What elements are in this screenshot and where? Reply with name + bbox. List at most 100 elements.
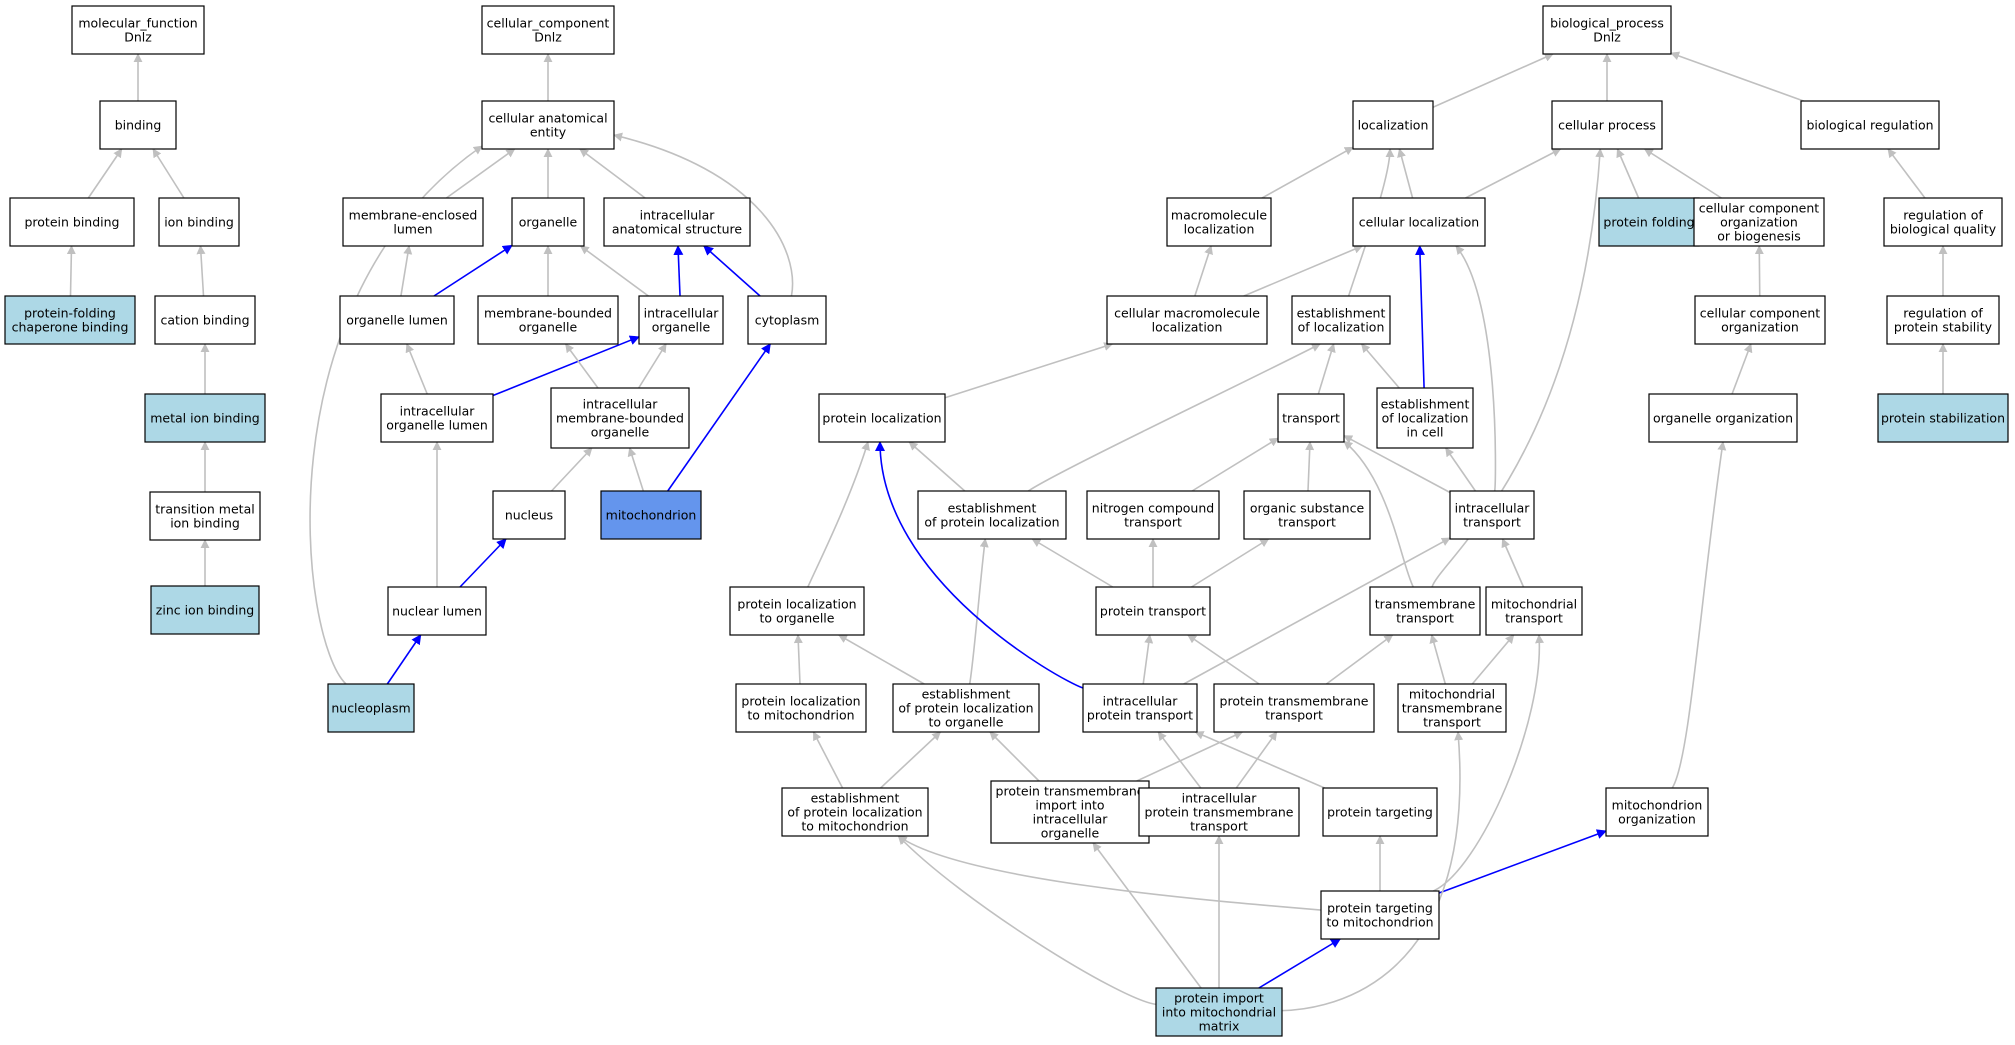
node-box bbox=[342, 197, 484, 247]
node-label-line: protein transport bbox=[1087, 708, 1193, 723]
node-label-line: cytoplasm bbox=[755, 313, 820, 328]
go-term-node-prot_fold[interactable]: protein folding bbox=[1598, 197, 1700, 247]
go-term-node-prot_stab[interactable]: protein stabilization bbox=[1877, 393, 2009, 443]
node-box bbox=[1877, 393, 2009, 443]
go-term-node-prot_loc[interactable]: protein localization bbox=[818, 393, 946, 443]
node-label-line: transport bbox=[1190, 819, 1248, 834]
go-term-node-cell_proc[interactable]: cellular process bbox=[1551, 100, 1663, 150]
node-label-line: organization bbox=[1720, 215, 1798, 230]
node-label-line: establishment bbox=[811, 791, 900, 806]
node-label-line: matrix bbox=[1199, 1019, 1240, 1034]
go-term-node-localization[interactable]: localization bbox=[1352, 100, 1434, 150]
go-term-node-cation_binding[interactable]: cation binding bbox=[154, 295, 256, 345]
edge-ptt-to-prot_trans bbox=[1187, 634, 1260, 685]
go-term-node-cell_loc[interactable]: cellular localization bbox=[1352, 197, 1486, 247]
node-label-line: Dnlz bbox=[534, 30, 562, 45]
node-label-line: transport bbox=[1124, 515, 1182, 530]
node-box bbox=[150, 585, 260, 635]
go-term-node-binding[interactable]: binding bbox=[99, 100, 177, 150]
node-box bbox=[1138, 787, 1300, 837]
node-box bbox=[892, 683, 1040, 733]
node-box bbox=[1542, 5, 1672, 55]
go-term-node-nucleus[interactable]: nucleus bbox=[492, 490, 566, 540]
edge-ipt-to-prot_loc bbox=[875, 441, 1084, 689]
edge-macro_loc-to-localization bbox=[1261, 146, 1354, 199]
go-term-node-prot_targ[interactable]: protein targeting bbox=[1322, 787, 1438, 837]
go-term-node-organelle[interactable]: organelle bbox=[511, 197, 585, 247]
edge-cytoplasm-to-ias bbox=[703, 245, 761, 297]
node-box bbox=[747, 295, 827, 345]
go-term-node-org_org[interactable]: organelle organization bbox=[1648, 393, 1798, 443]
go-term-node-nuc_lumen[interactable]: nuclear lumen bbox=[387, 586, 487, 636]
edge-ion_binding-to-binding bbox=[152, 148, 185, 199]
go-term-node-metal_ion_binding[interactable]: metal ion binding bbox=[144, 393, 266, 443]
edge-cco-to-ccob bbox=[1754, 245, 1764, 297]
go-term-node-transport[interactable]: transport bbox=[1277, 393, 1345, 443]
node-label-line: entity bbox=[530, 125, 567, 140]
edge-iol-to-io bbox=[492, 335, 640, 397]
node-label-line: anatomical structure bbox=[612, 222, 742, 237]
edge-rbq-to-bio_reg bbox=[1887, 148, 1926, 199]
node-label-line: transport bbox=[1278, 515, 1336, 530]
edge-plo-to-prot_loc bbox=[807, 441, 870, 588]
go-term-node-mito[interactable]: mitochondrion bbox=[600, 490, 702, 540]
edge-ost-to-transport bbox=[1305, 441, 1315, 492]
node-label-line: mitochondrial bbox=[1491, 597, 1577, 612]
node-label-line: organization bbox=[1618, 812, 1696, 827]
node-label-line: cellular macromolecule bbox=[1114, 306, 1260, 321]
node-label-line: intracellular bbox=[1033, 812, 1109, 827]
go-term-node-bio_reg[interactable]: biological regulation bbox=[1800, 100, 1940, 150]
go-term-node-ion_binding[interactable]: ion binding bbox=[158, 197, 240, 247]
go-term-node-org_lumen[interactable]: organelle lumen bbox=[339, 295, 455, 345]
node-label-line: organelle lumen bbox=[346, 313, 448, 328]
node-box bbox=[9, 197, 135, 247]
go-term-node-nucleoplasm[interactable]: nucleoplasm bbox=[327, 683, 415, 733]
go-term-node-cytoplasm[interactable]: cytoplasm bbox=[747, 295, 827, 345]
go-term-node-prot_trans[interactable]: protein transport bbox=[1095, 586, 1211, 636]
go-term-node-zinc[interactable]: zinc ion binding bbox=[150, 585, 260, 635]
go-term-node-protein_binding[interactable]: protein binding bbox=[9, 197, 135, 247]
node-label-line: mitochondrial bbox=[1409, 687, 1495, 702]
node-label-line: cellular_component bbox=[487, 16, 610, 31]
node-box bbox=[1397, 683, 1507, 733]
edge-mtt-to-mt bbox=[1471, 634, 1515, 685]
